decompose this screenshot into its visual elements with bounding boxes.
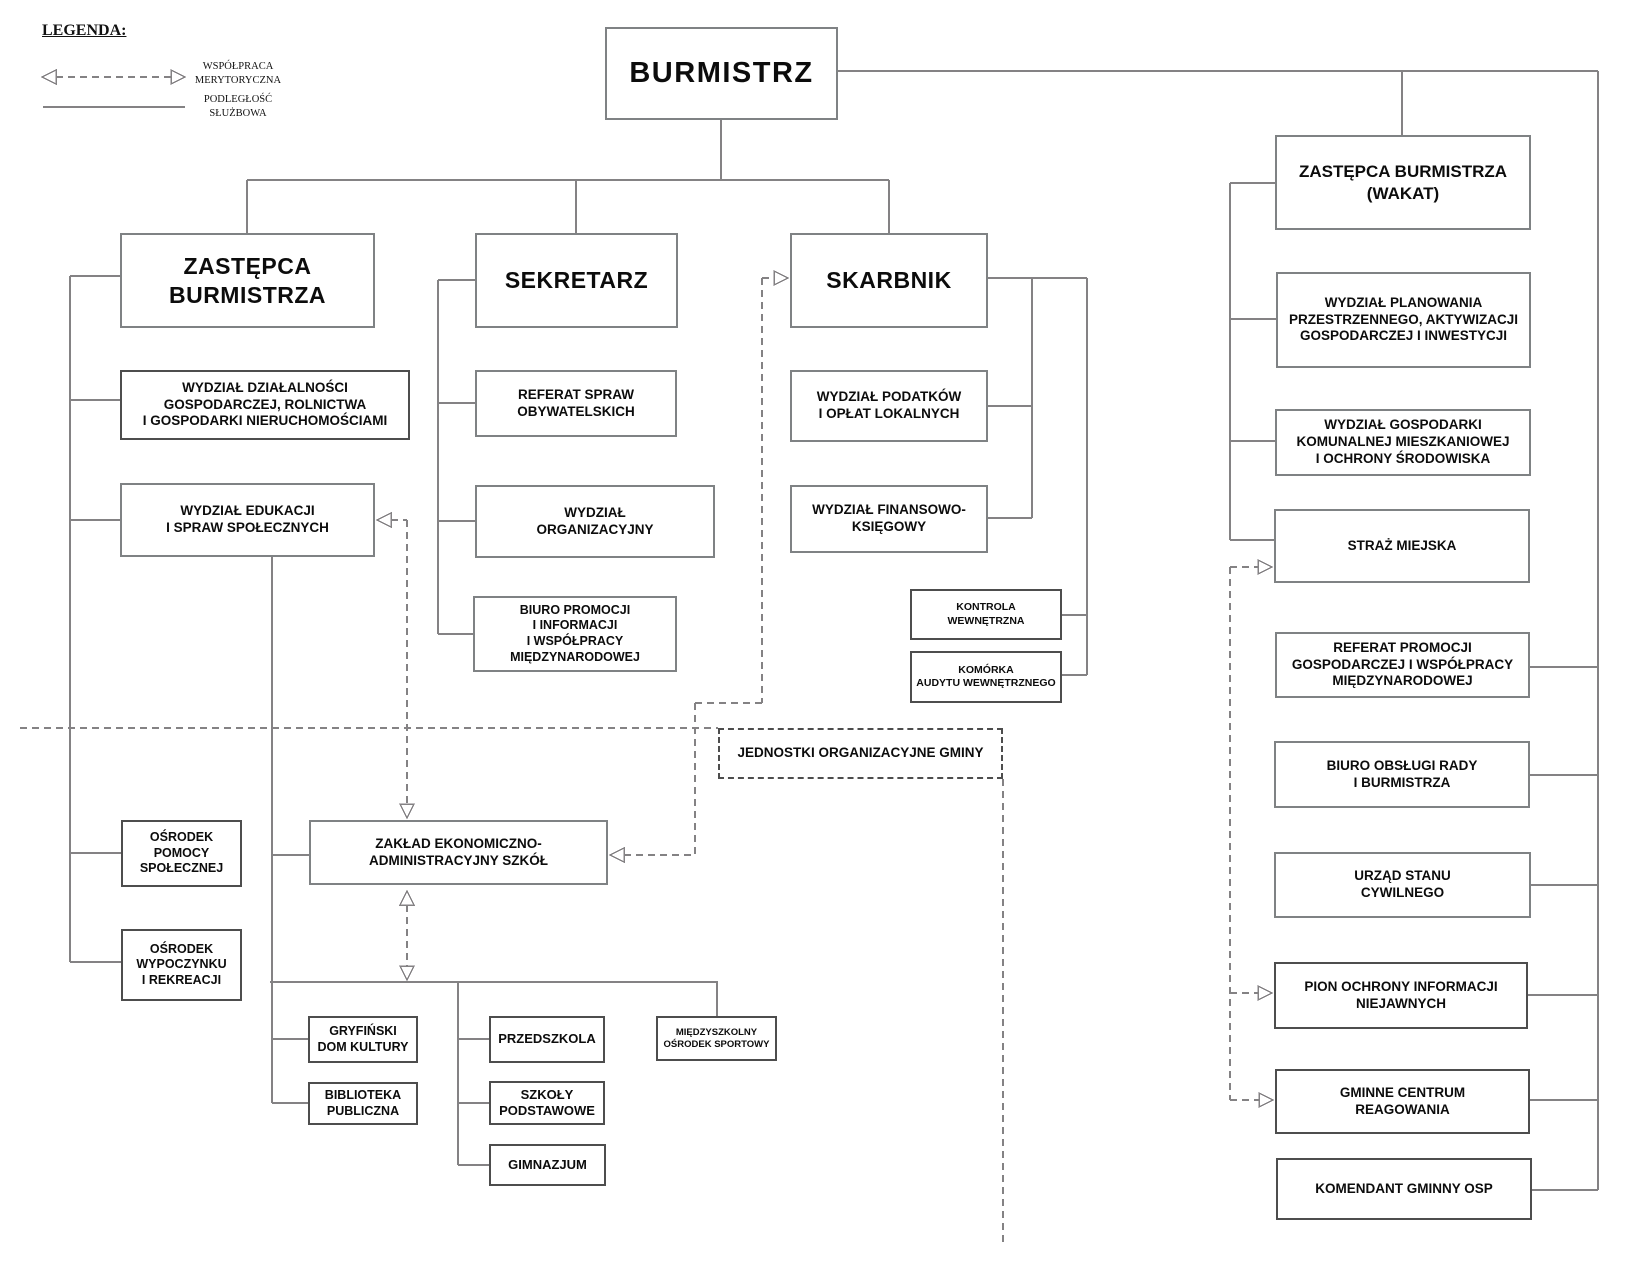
node-referat-spraw-obywatelskich: REFERAT SPRAW OBYWATELSKICH <box>475 370 677 437</box>
node-gryfinski-dom-kultury: GRYFIŃSKI DOM KULTURY <box>308 1016 418 1063</box>
arrow-into-skarbnik <box>773 269 790 287</box>
node-miedzyszkolny-osrodek-sportowy: MIĘDZYSZKOLNY OŚRODEK SPORTOWY <box>656 1016 777 1061</box>
node-urzad-stanu-cywilnego: URZĄD STANU CYWILNEGO <box>1274 852 1531 918</box>
node-biblioteka-publiczna: BIBLIOTEKA PUBLICZNA <box>308 1082 418 1125</box>
node-jednostki-organizacyjne-gminy: JEDNOSTKI ORGANIZACYJNE GMINY <box>718 728 1003 779</box>
legend-label-cooperation: WSPÓŁPRACA MERYTORYCZNA <box>194 61 282 86</box>
node-zastepca-burmistrza-wakat: ZASTĘPCA BURMISTRZA (WAKAT) <box>1275 135 1531 230</box>
arrow-into-straz <box>1257 558 1274 576</box>
node-wydzial-finansowo-ksiegowy: WYDZIAŁ FINANSOWO- KSIĘGOWY <box>790 485 988 553</box>
node-wydzial-planowania: WYDZIAŁ PLANOWANIA PRZESTRZENNEGO, AKTYW… <box>1276 272 1531 368</box>
node-gimnazjum: GIMNAZJUM <box>489 1144 606 1186</box>
node-komendant-gminny-osp: KOMENDANT GMINNY OSP <box>1276 1158 1532 1220</box>
legend-arrow-left <box>40 68 57 86</box>
arrow-into-zaklad-top <box>398 803 416 820</box>
dashed-cooperation-lines <box>20 76 1259 1245</box>
node-szkoly-podstawowe: SZKOŁY PODSTAWOWE <box>489 1081 605 1125</box>
node-wydzial-organizacyjny: WYDZIAŁ ORGANIZACYJNY <box>475 485 715 558</box>
solid-subordination-lines <box>43 70 1599 1191</box>
node-burmistrz: BURMISTRZ <box>605 27 838 120</box>
arrow-into-gminne-centrum <box>1258 1091 1275 1109</box>
node-osrodek-wypoczynku: OŚRODEK WYPOCZYNKU I REKREACJI <box>121 929 242 1001</box>
node-kontrola-wewnetrzna: KONTROLA WEWNĘTRZNA <box>910 589 1062 640</box>
node-osrodek-pomocy-spolecznej: OŚRODEK POMOCY SPOŁECZNEJ <box>121 820 242 887</box>
arrow-into-wydz-edukacji <box>375 511 392 529</box>
arrow-from-zaklad-bottom <box>398 889 416 906</box>
node-referat-promocji-gospodarczej: REFERAT PROMOCJI GOSPODARCZEJ I WSPÓŁPRA… <box>1275 632 1530 698</box>
node-zastepca-burmistrza-left: ZASTĘPCA BURMISTRZA <box>120 233 375 328</box>
node-biuro-promocji: BIURO PROMOCJI I INFORMACJI I WSPÓŁPRACY… <box>473 596 677 672</box>
node-wydzial-gospodarki-komunalnej: WYDZIAŁ GOSPODARKI KOMUNALNEJ MIESZKANIO… <box>1275 409 1531 476</box>
node-gminne-centrum-reagowania: GMINNE CENTRUM REAGOWANIA <box>1275 1069 1530 1134</box>
arrow-into-zaklad-right <box>608 846 625 864</box>
node-wydzial-edukacji: WYDZIAŁ EDUKACJI I SPRAW SPOŁECZNYCH <box>120 483 375 557</box>
node-komorka-audytu: KOMÓRKA AUDYTU WEWNĘTRZNEGO <box>910 651 1062 703</box>
legend-arrow-right <box>170 68 187 86</box>
node-wydzial-podatkow: WYDZIAŁ PODATKÓW I OPŁAT LOKALNYCH <box>790 370 988 442</box>
node-biuro-obslugi-rady: BIURO OBSŁUGI RADY I BURMISTRZA <box>1274 741 1530 808</box>
node-zaklad-ekonomiczno-administracyjny-szkol: ZAKŁAD EKONOMICZNO- ADMINISTRACYJNY SZKÓ… <box>309 820 608 885</box>
arrowheads <box>40 68 1275 1109</box>
node-sekretarz: SEKRETARZ <box>475 233 678 328</box>
node-straz-miejska: STRAŻ MIEJSKA <box>1274 509 1530 583</box>
legend-title: LEGENDA: <box>42 22 127 39</box>
node-skarbnik: SKARBNIK <box>790 233 988 328</box>
node-wydzial-dzialalnosci-gospodarczej: WYDZIAŁ DZIAŁALNOŚCI GOSPODARCZEJ, ROLNI… <box>120 370 410 440</box>
legend-label-subordination: PODLEGŁOŚĆ SŁUŻBOWA <box>203 94 273 119</box>
node-przedszkola: PRZEDSZKOLA <box>489 1016 605 1063</box>
node-pion-ochrony-informacji: PION OCHRONY INFORMACJI NIEJAWNYCH <box>1274 962 1528 1029</box>
arrow-into-pion-ochrony <box>1257 984 1274 1002</box>
arrow-onto-institutions-line <box>398 965 416 982</box>
